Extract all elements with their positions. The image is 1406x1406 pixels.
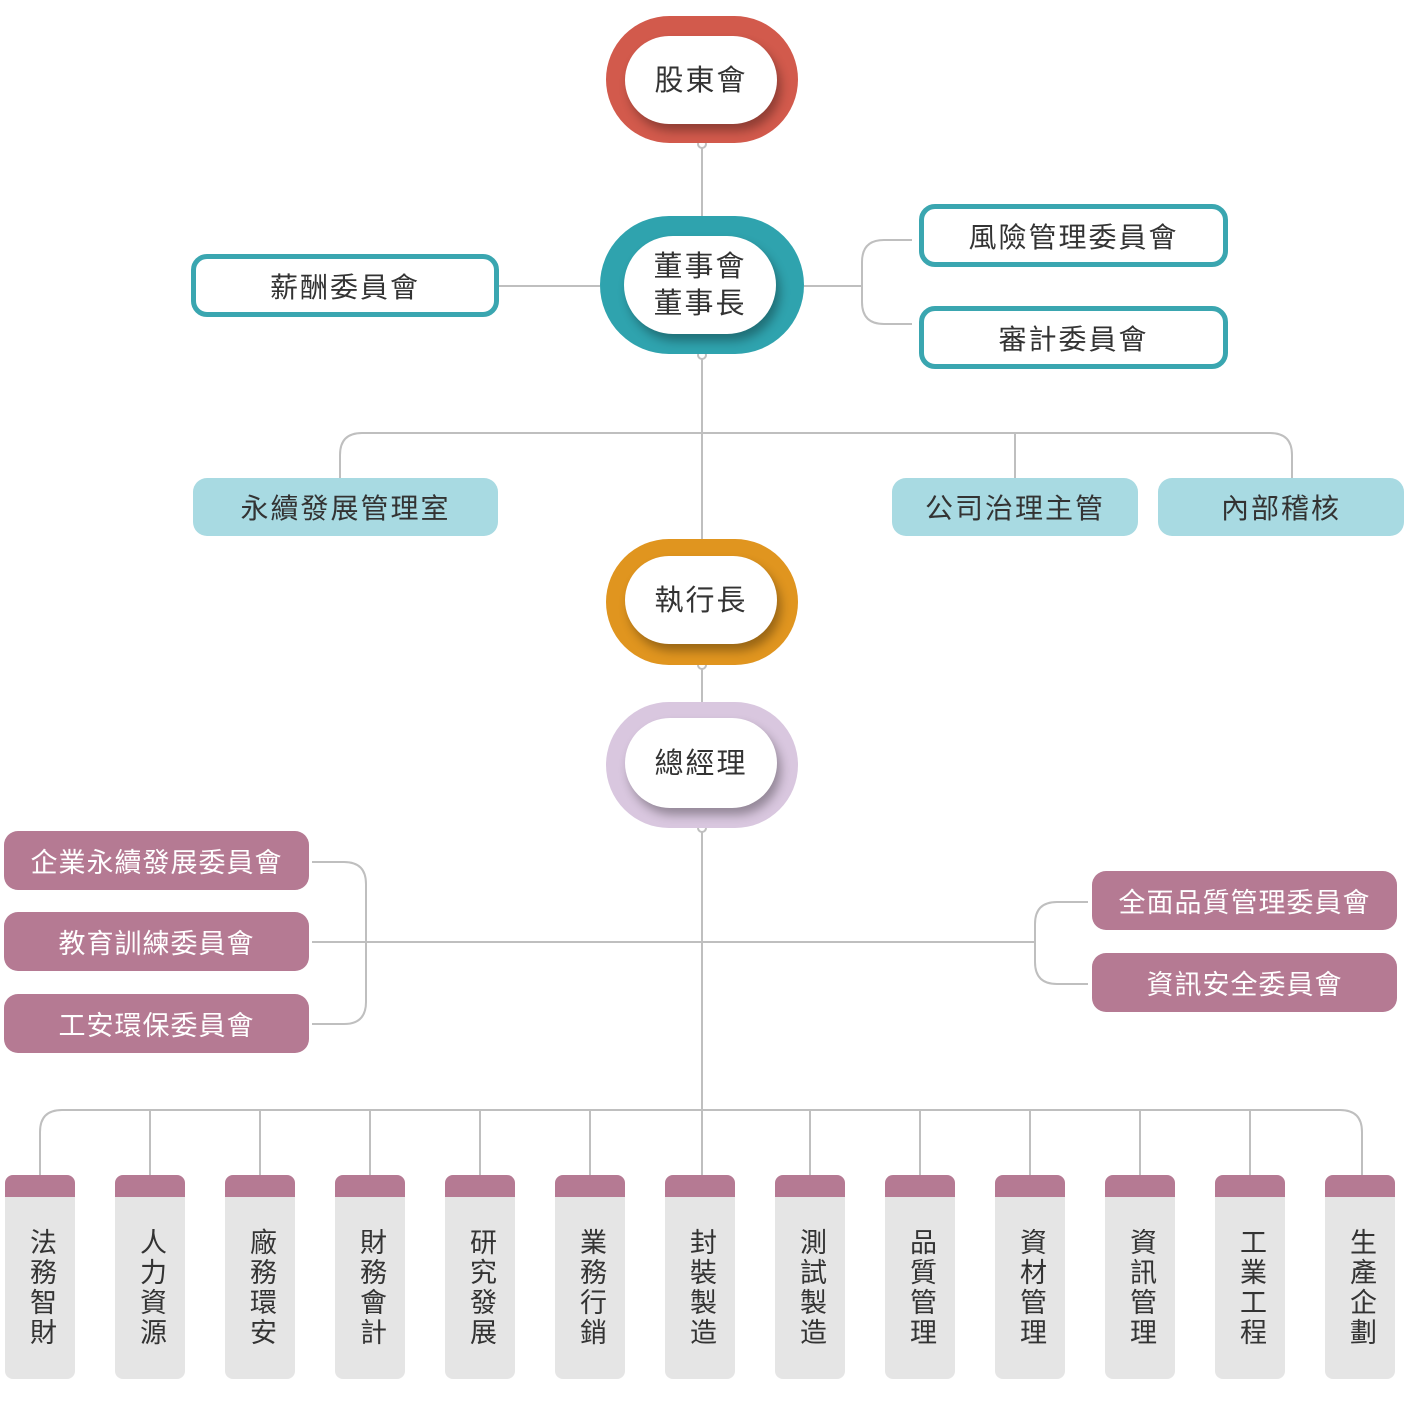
dept-label: 法務智財 — [25, 1228, 56, 1348]
sustainability-office: 永續發展管理室 — [193, 478, 498, 536]
dept-label: 封裝製造 — [685, 1228, 716, 1348]
dept-cap — [775, 1175, 845, 1197]
board-label-line1: 董事會 — [653, 249, 747, 283]
dept-body: 工業工程 — [1215, 1197, 1285, 1379]
dept-body: 測試製造 — [775, 1197, 845, 1379]
dept-cap — [885, 1175, 955, 1197]
dept-label: 財務會計 — [355, 1228, 386, 1348]
dept-hr: 人力資源 — [115, 1175, 185, 1379]
dept-cap — [665, 1175, 735, 1197]
tqm-committee: 全面品質管理委員會 — [1092, 871, 1397, 930]
dept-sales-marketing: 業務行銷 — [555, 1175, 625, 1379]
dept-label: 測試製造 — [795, 1228, 826, 1348]
dept-body: 封裝製造 — [665, 1197, 735, 1379]
dept-cap — [445, 1175, 515, 1197]
dept-cap — [335, 1175, 405, 1197]
dept-body: 廠務環安 — [225, 1197, 295, 1379]
infosec-committee: 資訊安全委員會 — [1092, 953, 1397, 1012]
dept-label: 工業工程 — [1235, 1228, 1266, 1348]
dept-label: 業務行銷 — [575, 1228, 606, 1348]
dept-label: 人力資源 — [135, 1228, 166, 1348]
dept-rnd: 研究發展 — [445, 1175, 515, 1379]
dept-cap — [555, 1175, 625, 1197]
dept-body: 人力資源 — [115, 1197, 185, 1379]
dept-cap — [5, 1175, 75, 1197]
dept-body: 法務智財 — [5, 1197, 75, 1379]
shareholders-label: 股東會 — [625, 36, 777, 124]
corporate-governance-officer: 公司治理主管 — [892, 478, 1138, 536]
dept-label: 資材管理 — [1015, 1228, 1046, 1348]
dept-label: 研究發展 — [465, 1228, 496, 1348]
dept-quality: 品質管理 — [885, 1175, 955, 1379]
dept-it: 資訊管理 — [1105, 1175, 1175, 1379]
dept-production-planning: 生產企劃 — [1325, 1175, 1395, 1379]
dept-finance-accounting: 財務會計 — [335, 1175, 405, 1379]
dept-cap — [1325, 1175, 1395, 1197]
compensation-committee: 薪酬委員會 — [191, 254, 499, 317]
training-committee: 教育訓練委員會 — [4, 912, 309, 971]
audit-committee: 審計委員會 — [919, 306, 1228, 369]
dept-body: 資訊管理 — [1105, 1197, 1175, 1379]
dept-materials: 資材管理 — [995, 1175, 1065, 1379]
board-label-line2: 董事長 — [653, 286, 747, 320]
dept-cap — [1215, 1175, 1285, 1197]
dept-body: 生產企劃 — [1325, 1197, 1395, 1379]
dept-cap — [115, 1175, 185, 1197]
dept-test-manufacturing: 測試製造 — [775, 1175, 845, 1379]
safety-environment-committee: 工安環保委員會 — [4, 994, 309, 1053]
dept-label: 資訊管理 — [1125, 1228, 1156, 1348]
dept-assembly-manufacturing: 封裝製造 — [665, 1175, 735, 1379]
ceo-label: 執行長 — [625, 556, 777, 644]
dept-label: 品質管理 — [905, 1228, 936, 1348]
dept-facilities-ehs: 廠務環安 — [225, 1175, 295, 1379]
dept-body: 品質管理 — [885, 1197, 955, 1379]
dept-label: 生產企劃 — [1345, 1228, 1376, 1348]
dept-cap — [1105, 1175, 1175, 1197]
dept-cap — [995, 1175, 1065, 1197]
internal-audit: 內部稽核 — [1158, 478, 1404, 536]
dept-body: 業務行銷 — [555, 1197, 625, 1379]
dept-body: 研究發展 — [445, 1197, 515, 1379]
dept-body: 資材管理 — [995, 1197, 1065, 1379]
board-label: 董事會 董事長 — [624, 236, 776, 334]
csr-committee: 企業永續發展委員會 — [4, 831, 309, 890]
dept-label: 廠務環安 — [245, 1228, 276, 1348]
dept-industrial-engineering: 工業工程 — [1215, 1175, 1285, 1379]
gm-label: 總經理 — [625, 718, 777, 808]
dept-legal-ip: 法務智財 — [5, 1175, 75, 1379]
risk-management-committee: 風險管理委員會 — [919, 204, 1228, 267]
dept-body: 財務會計 — [335, 1197, 405, 1379]
dept-cap — [225, 1175, 295, 1197]
